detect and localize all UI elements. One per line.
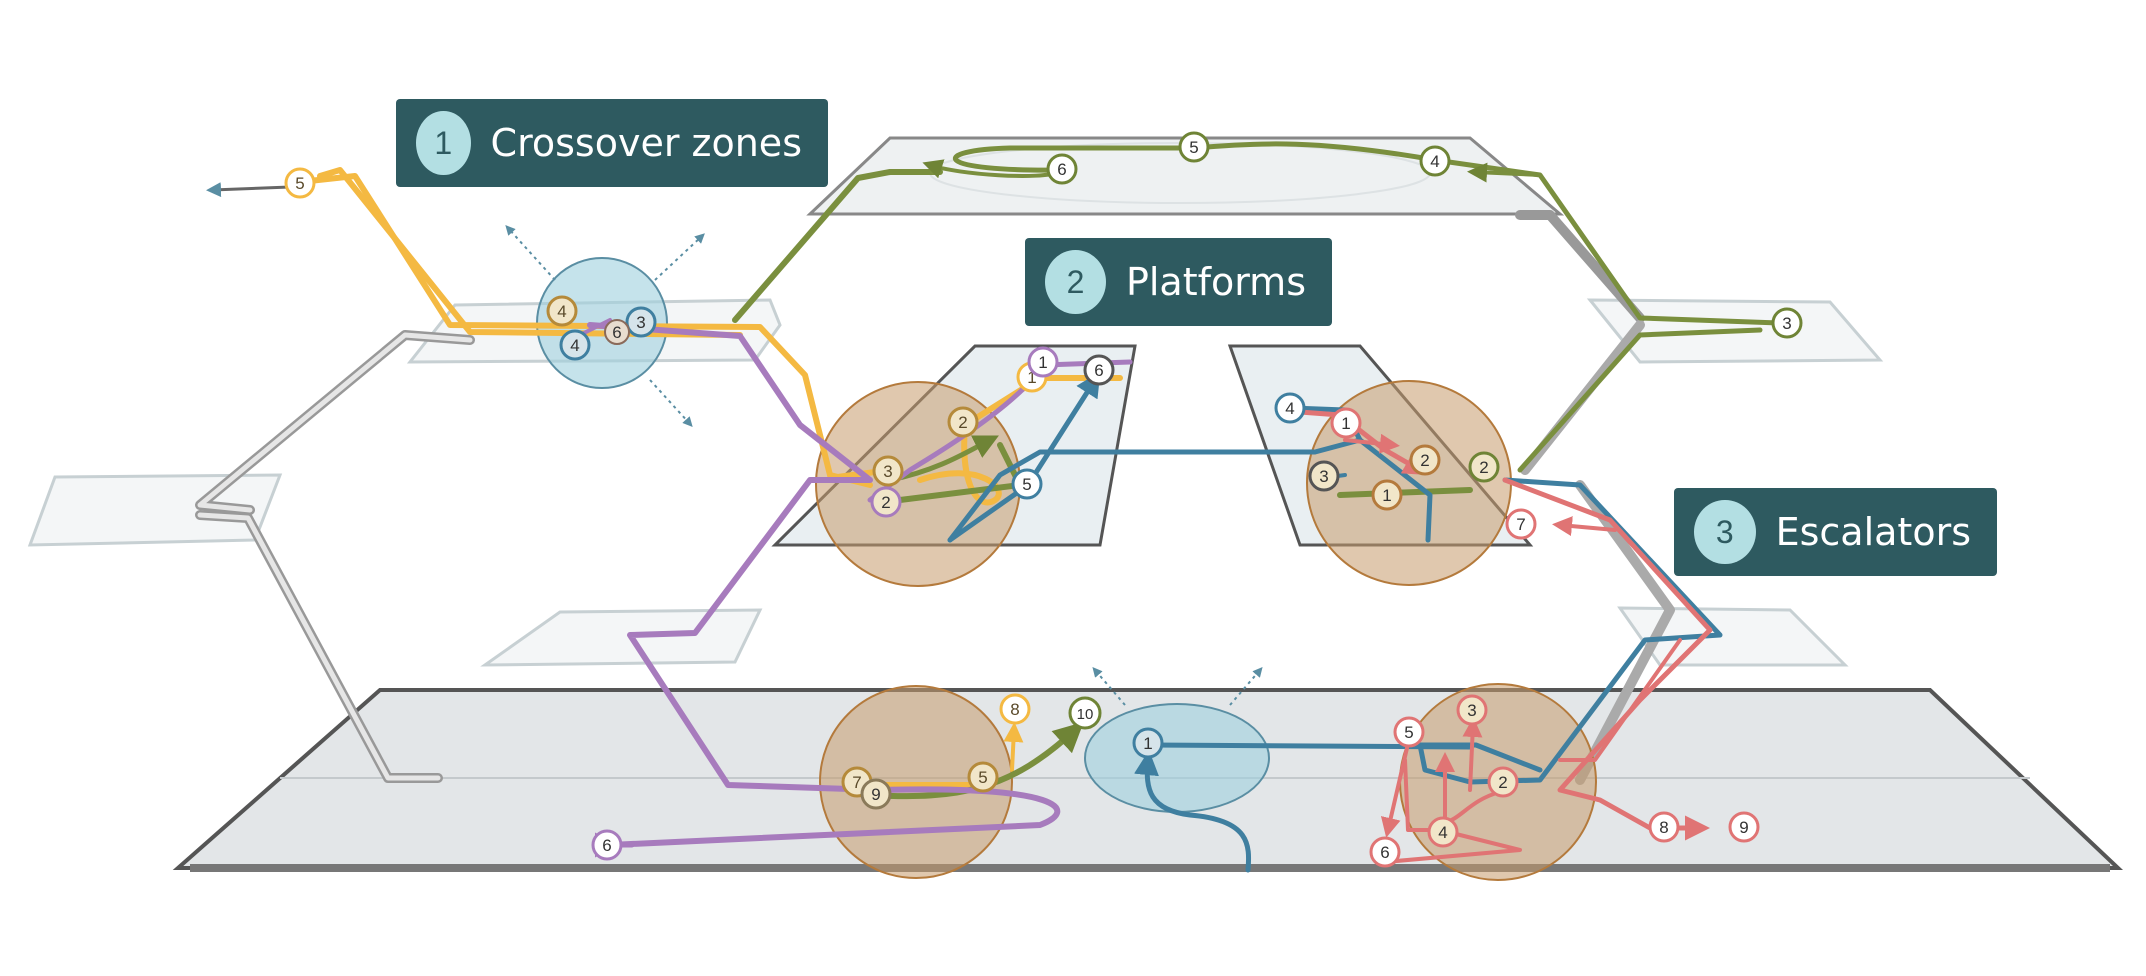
svg-text:6: 6 — [1094, 361, 1103, 380]
marker-brown-6: 6 — [604, 319, 630, 345]
marker-green-9: 9 — [860, 778, 892, 810]
callout-escalators: 3 Escalators — [1674, 488, 1997, 576]
svg-text:9: 9 — [1739, 818, 1748, 837]
callout-platforms: 2 Platforms — [1025, 238, 1332, 326]
svg-text:2: 2 — [1420, 451, 1429, 470]
upper-floor — [806, 136, 1565, 216]
exit-arrow — [206, 182, 292, 198]
svg-text:1: 1 — [1382, 486, 1391, 505]
svg-text:5: 5 — [1404, 723, 1413, 742]
marker-blue-1: 1 — [1132, 727, 1164, 759]
svg-text:5: 5 — [295, 174, 304, 193]
callout-number: 1 — [416, 111, 471, 175]
marker-red-5: 5 — [1393, 716, 1425, 748]
callout-label: Escalators — [1775, 510, 1971, 554]
svg-text:6: 6 — [1380, 843, 1389, 862]
marker-brown-1: 1 — [0, 0, 5, 4]
svg-text:3: 3 — [636, 313, 645, 332]
svg-text:1: 1 — [1038, 353, 1047, 372]
svg-text:8: 8 — [1659, 818, 1668, 837]
marker-red-7: 7 — [1505, 508, 1537, 540]
marker-yellow-5: 5 — [284, 167, 316, 199]
marker-green-10: 10 — [1068, 696, 1102, 730]
marker-brown-2: 2 — [0, 0, 5, 4]
svg-text:1: 1 — [1143, 734, 1152, 753]
callout-number: 2 — [1045, 250, 1106, 314]
left-landing-low — [480, 608, 763, 667]
marker-blue-6: 6 — [1083, 354, 1115, 386]
svg-text:3: 3 — [1467, 701, 1476, 720]
svg-text:3: 3 — [0, 0, 5, 4]
callout-crossover-zones: 1 Crossover zones — [396, 99, 828, 187]
marker-yellow-4: 4 — [546, 295, 578, 327]
marker-red-8: 8 — [1648, 811, 1680, 843]
route-markers: 5 4 1 2 3 7 5 8 6 5 4 3 2 10 9 3 1 2 6 4… — [0, 0, 1803, 868]
svg-text:8: 8 — [1010, 700, 1019, 719]
svg-text:5: 5 — [1022, 475, 1031, 494]
marker-red-4: 4 — [1427, 816, 1459, 848]
marker-purple-2: 2 — [870, 486, 902, 518]
marker-green-6: 6 — [1046, 153, 1078, 185]
svg-text:1: 1 — [0, 0, 5, 4]
marker-red-2b: 2 — [1487, 766, 1519, 798]
marker-green-5: 5 — [1178, 131, 1210, 163]
marker-brown-3: 3 — [0, 0, 5, 4]
marker-purple-6: 6 — [591, 829, 623, 861]
svg-text:9: 9 — [871, 785, 880, 804]
svg-text:2: 2 — [1498, 773, 1507, 792]
marker-green-4: 4 — [1419, 145, 1451, 177]
marker-red-3: 3 — [1456, 694, 1488, 726]
svg-text:4: 4 — [1430, 152, 1439, 171]
marker-green-3: 3 — [1771, 307, 1803, 339]
marker-purple-3: 3 — [625, 306, 657, 338]
svg-text:3: 3 — [1319, 467, 1328, 486]
svg-text:4: 4 — [557, 302, 566, 321]
marker-yellow-8: 8 — [999, 693, 1031, 725]
svg-text:2: 2 — [881, 493, 890, 512]
marker-blue-4: 4 — [559, 329, 591, 361]
callout-number: 3 — [1694, 500, 1756, 564]
svg-text:4: 4 — [570, 336, 579, 355]
svg-text:4: 4 — [1438, 823, 1447, 842]
svg-text:10: 10 — [1077, 706, 1094, 723]
svg-text:4: 4 — [1285, 399, 1294, 418]
marker-blue-4b: 4 — [1274, 392, 1306, 424]
svg-text:6: 6 — [1057, 160, 1066, 179]
marker-red-2: 2 — [1409, 444, 1441, 476]
svg-text:3: 3 — [883, 462, 892, 481]
callout-label: Crossover zones — [490, 121, 802, 165]
svg-text:7: 7 — [852, 773, 861, 792]
marker-blue-1b: 1 — [1371, 479, 1403, 511]
marker-blue-5: 5 — [1011, 468, 1043, 500]
svg-text:2: 2 — [0, 0, 5, 4]
marker-yellow-5b: 5 — [967, 761, 999, 793]
svg-text:1: 1 — [1027, 368, 1036, 387]
marker-yellow-2: 2 — [947, 406, 979, 438]
route-red — [1297, 409, 1713, 864]
marker-green-2: 2 — [1468, 451, 1500, 483]
svg-text:5: 5 — [978, 768, 987, 787]
marker-red-1: 1 — [1330, 407, 1362, 439]
svg-text:5: 5 — [1189, 138, 1198, 157]
svg-text:2: 2 — [1479, 458, 1488, 477]
marker-yellow-3: 3 — [872, 455, 904, 487]
svg-text:2: 2 — [958, 413, 967, 432]
callout-label: Platforms — [1125, 260, 1306, 304]
svg-text:3: 3 — [1782, 314, 1791, 333]
marker-blue-3: 3 — [1308, 460, 1340, 492]
marker-purple-1: 1 — [1027, 346, 1059, 378]
marker-red-9: 9 — [1728, 811, 1760, 843]
svg-text:6: 6 — [602, 836, 611, 855]
marker-red-6: 6 — [1369, 836, 1401, 868]
svg-text:7: 7 — [1516, 515, 1525, 534]
svg-text:6: 6 — [612, 323, 621, 342]
svg-text:1: 1 — [1341, 414, 1350, 433]
